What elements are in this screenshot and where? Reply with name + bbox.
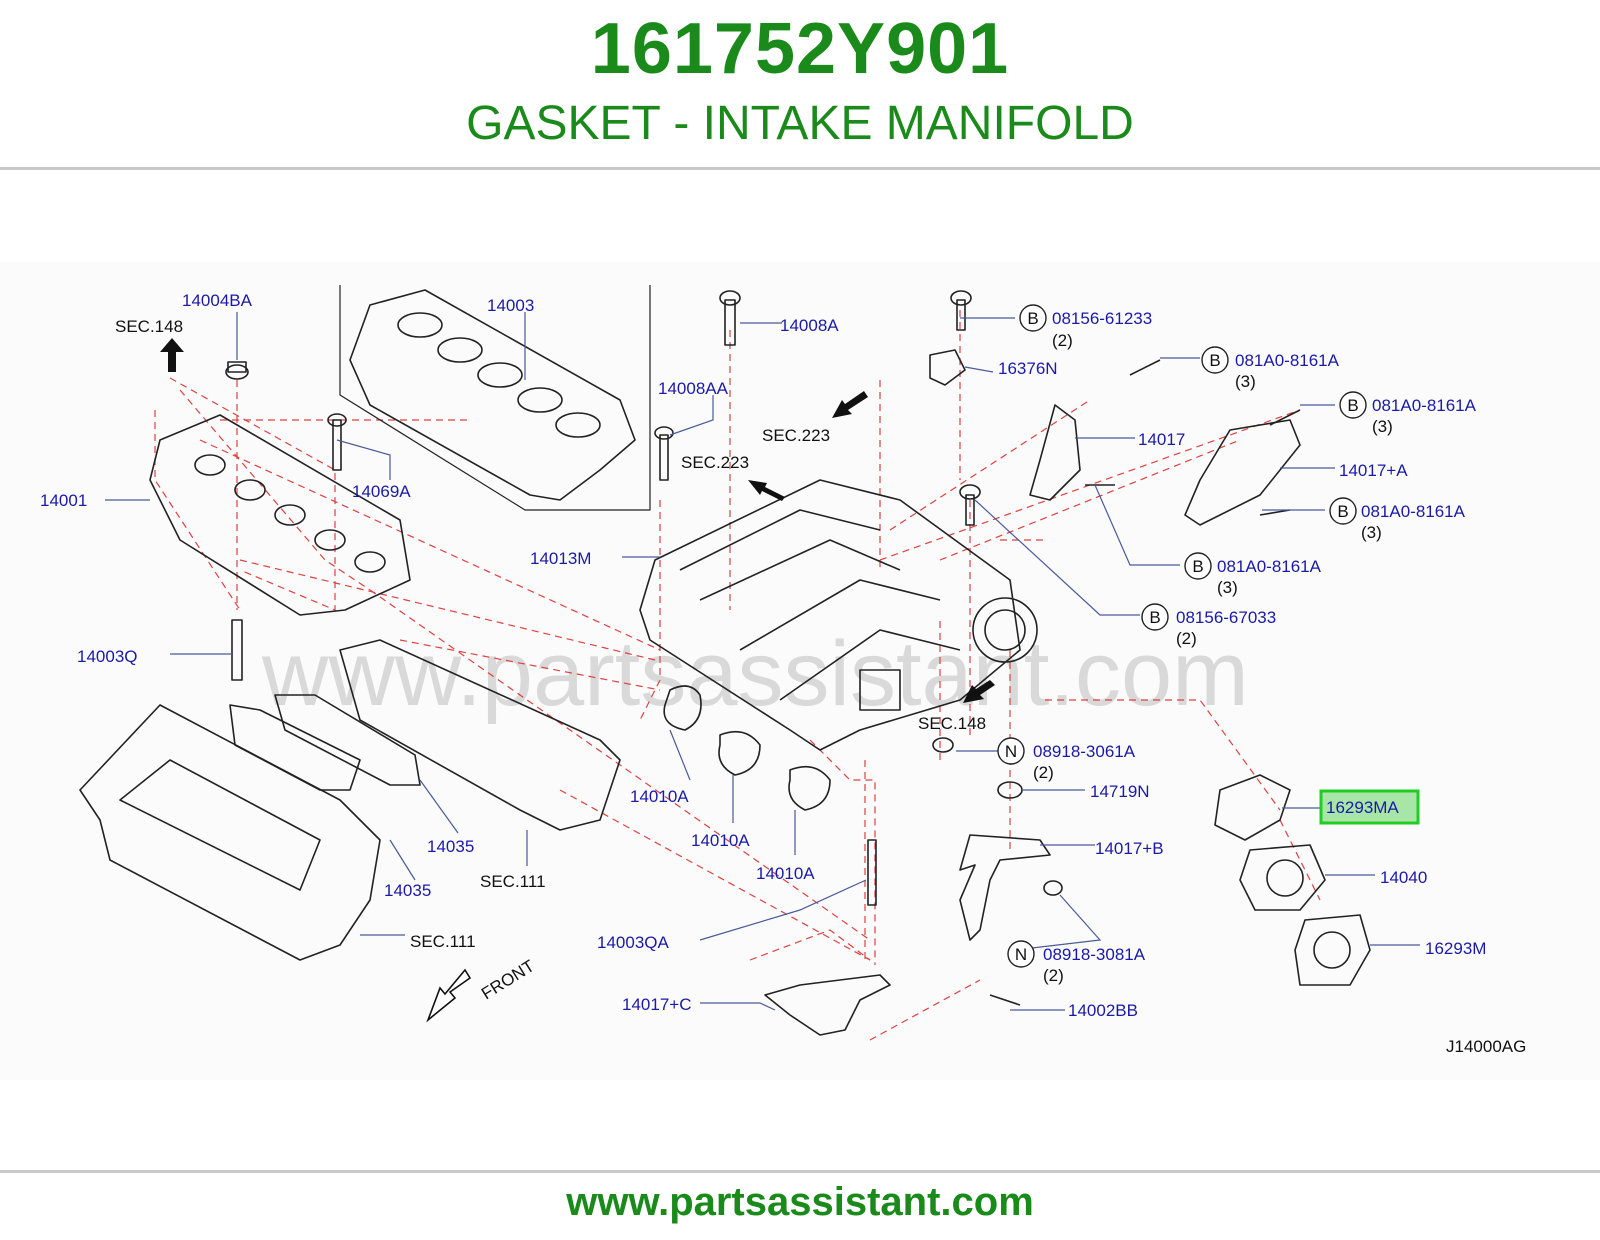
highlighted-part-label: 16293MA	[1326, 798, 1399, 817]
part-label: 14719N	[1090, 782, 1150, 801]
callout-quantity: (3)	[1361, 523, 1382, 542]
section-ref-label: SEC.223	[762, 426, 830, 445]
callout-quantity: (3)	[1217, 578, 1238, 597]
callout-part-number: 081A0-8161A	[1217, 557, 1322, 576]
part-label: 14004BA	[182, 291, 253, 310]
part-label: 14035	[427, 837, 474, 856]
part-drawings	[79, 285, 1371, 1036]
callout-quantity: (2)	[1052, 331, 1073, 350]
callout-part-number: 081A0-8161A	[1235, 351, 1340, 370]
part-label: 14017+A	[1339, 461, 1408, 480]
header-divider	[0, 167, 1600, 170]
footer-divider	[0, 1170, 1600, 1173]
callout-letter: N	[1015, 945, 1027, 964]
callout-letters: B B B B B B N N	[1005, 309, 1359, 964]
parts-diagram: www.partsassistant.com	[0, 262, 1600, 1080]
part-label: 14010A	[691, 831, 750, 850]
part-label: 14017	[1138, 430, 1185, 449]
direction-arrows	[160, 338, 995, 1023]
part-name-subtitle: GASKET - INTAKE MANIFOLD	[466, 97, 1134, 150]
section-ref-label: SEC.223	[681, 453, 749, 472]
callout-quantity: (2)	[1043, 966, 1064, 985]
leader-lines	[105, 312, 1420, 1011]
part-labels: 14004BA 14003 14008A 14008AA 14069A 1400…	[40, 291, 1486, 1020]
callout-part-number: 08918-3081A	[1043, 945, 1146, 964]
part-label: 14017+B	[1095, 839, 1164, 858]
part-label: 14003QA	[597, 933, 669, 952]
highlight-box	[1319, 789, 1420, 825]
part-number-title: 161752Y901	[590, 9, 1010, 89]
part-label: 14035	[384, 881, 431, 900]
section-ref-label: SEC.148	[918, 714, 986, 733]
part-label: 14002BB	[1068, 1001, 1138, 1020]
part-label: 14008A	[780, 316, 839, 335]
callout-labels: 08156-61233 (2) 081A0-8161A (3) 081A0-81…	[1033, 309, 1477, 985]
part-label: 14040	[1380, 868, 1427, 887]
part-label: 14010A	[756, 864, 815, 883]
part-label: 14008AA	[658, 379, 729, 398]
arrow-left-icon	[748, 480, 785, 501]
section-ref-label: SEC.148	[115, 317, 183, 336]
callout-part-number: 081A0-8161A	[1361, 502, 1466, 521]
section-ref-label: SEC.111	[480, 872, 546, 891]
callout-part-number: 08156-67033	[1176, 608, 1276, 627]
callout-part-number: 08156-61233	[1052, 309, 1152, 328]
exploded-view-svg: www.partsassistant.com	[40, 285, 1526, 1056]
part-label: 14069A	[352, 482, 411, 501]
callout-part-number: 081A0-8161A	[1372, 396, 1477, 415]
page-header: 161752Y901 GASKET - INTAKE MANIFOLD	[0, 0, 1600, 170]
callout-circles	[997, 304, 1367, 968]
callout-letter: B	[1337, 502, 1348, 521]
part-label: 16376N	[998, 359, 1058, 378]
callout-letter: B	[1027, 309, 1038, 328]
callout-quantity: (3)	[1235, 372, 1256, 391]
part-label: 14003Q	[77, 647, 138, 666]
callout-quantity: (3)	[1372, 417, 1393, 436]
callout-letter: N	[1005, 742, 1017, 761]
arrow-down-left-icon	[963, 680, 995, 703]
arrow-left-icon	[832, 391, 868, 418]
footer-url-link[interactable]: www.partsassistant.com	[566, 1180, 1034, 1224]
callout-letter: B	[1149, 608, 1160, 627]
callout-letter: B	[1192, 557, 1203, 576]
front-arrow-icon	[426, 968, 472, 1023]
arrow-up-icon	[160, 338, 184, 372]
part-label: 14017+C	[622, 995, 691, 1014]
callout-letter: B	[1209, 351, 1220, 370]
watermark-text: www.partsassistant.com	[261, 623, 1249, 725]
callout-letter: B	[1347, 396, 1358, 415]
callout-part-number: 08918-3061A	[1033, 742, 1136, 761]
section-ref-label: SEC.111	[410, 932, 476, 951]
part-label: 14003	[487, 296, 534, 315]
callout-quantity: (2)	[1033, 763, 1054, 782]
front-label: FRONT	[478, 956, 538, 1003]
part-label: 14010A	[630, 787, 689, 806]
diagram-code: J14000AG	[1446, 1037, 1526, 1056]
part-label: 14001	[40, 491, 87, 510]
part-label: 16293M	[1425, 939, 1486, 958]
part-label: 14013M	[530, 549, 591, 568]
callout-quantity: (2)	[1176, 629, 1197, 648]
